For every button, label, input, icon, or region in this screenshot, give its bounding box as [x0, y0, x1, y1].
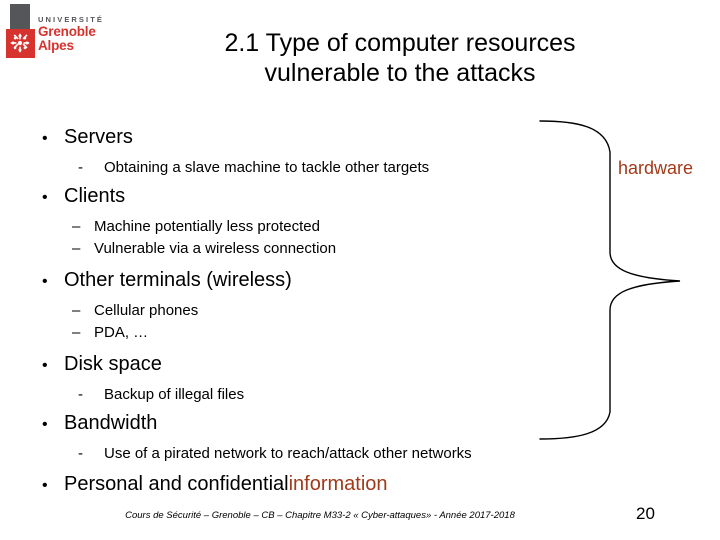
bullet-text: Bandwidth [64, 412, 158, 434]
sub-bullet-marker-icon: - [78, 386, 83, 403]
bullet-text: Servers [64, 126, 133, 148]
bullet-text: Clients [64, 185, 126, 207]
sub-bullet-item-vulnerable-wireless: – Vulnerable via a wireless connection [72, 238, 630, 260]
sub-bullet-marker-icon: – [72, 240, 81, 257]
sub-bullet-text: Machine potentially less protected [94, 218, 320, 235]
sub-bullet-marker-icon: - [78, 445, 83, 462]
bullet-marker-icon: • [42, 189, 48, 206]
sub-bullet-text: Vulnerable via a wireless connection [94, 240, 337, 257]
sub-bullet-item-pirated-network: - Use of a pirated network to reach/atta… [78, 443, 630, 465]
slide-title: 2.1 Type of computer resources vulnerabl… [120, 28, 680, 88]
bullet-text: Disk space [64, 353, 162, 375]
bullet-item-disk-space: • Disk space [42, 351, 630, 379]
bullet-text: Other terminals (wireless) [64, 269, 292, 291]
university-logo: UNIVERSITÉ Grenoble Alpes [4, 4, 112, 58]
sub-bullet-marker-icon: – [72, 218, 81, 235]
logo-wordmark: UNIVERSITÉ Grenoble Alpes [38, 16, 104, 53]
sub-bullet-text: Backup of illegal files [104, 386, 245, 403]
snowflake-emblem-icon [10, 33, 30, 53]
bullet-marker-icon: • [42, 416, 48, 433]
logo-universite-text: UNIVERSITÉ [38, 15, 105, 24]
bullet-list: • Servers - Obtaining a slave machine to… [30, 124, 630, 499]
bullet-marker-icon: • [42, 130, 48, 147]
bullet-marker-icon: • [42, 273, 48, 290]
sub-bullet-item-pda: – PDA, … [72, 322, 630, 344]
sub-bullet-item-backup-illegal-files: - Backup of illegal files [78, 384, 630, 406]
bullet-item-personal-confidential-information: • Personal and confidential information [42, 471, 630, 499]
sub-bullet-text: Use of a pirated network to reach/attack… [104, 445, 472, 462]
logo-gray-block [10, 4, 30, 32]
bullet-marker-icon: • [42, 477, 48, 494]
sub-bullet-text: Obtaining a slave machine to tackle othe… [104, 159, 430, 176]
bullet-marker-icon: • [42, 357, 48, 374]
slide-page-number: 20 [636, 504, 655, 523]
sub-bullet-marker-icon: – [72, 324, 81, 341]
slide-title-line-2: vulnerable to the attacks [264, 59, 536, 87]
sub-bullet-item-machine-less-protected: – Machine potentially less protected [72, 216, 630, 238]
annotation-label-hardware: hardware [618, 158, 694, 178]
slide-footer: Cours de Sécurité – Grenoble – CB – Chap… [125, 510, 515, 521]
bullet-item-bandwidth: • Bandwidth [42, 410, 630, 438]
logo-grenoble-text: Grenoble [38, 23, 96, 39]
sub-bullet-marker-icon: - [78, 159, 83, 176]
bullet-item-clients: • Clients [42, 183, 630, 211]
sub-bullet-item-cellular-phones: – Cellular phones [72, 300, 630, 322]
sub-bullet-item-obtaining-slave-machine: - Obtaining a slave machine to tackle ot… [78, 157, 630, 179]
bullet-item-servers: • Servers [42, 124, 630, 152]
sub-bullet-text: Cellular phones [94, 302, 199, 319]
bullet-item-other-terminals: • Other terminals (wireless) [42, 267, 630, 295]
sub-bullet-marker-icon: – [72, 302, 81, 319]
bullet-text: Personal and confidential [64, 473, 289, 495]
slide-title-line-1: 2.1 Type of computer resources [224, 29, 576, 57]
bullet-text-accent: information [288, 473, 388, 495]
sub-bullet-text: PDA, … [94, 324, 149, 341]
logo-alpes-text: Alpes [38, 38, 74, 53]
